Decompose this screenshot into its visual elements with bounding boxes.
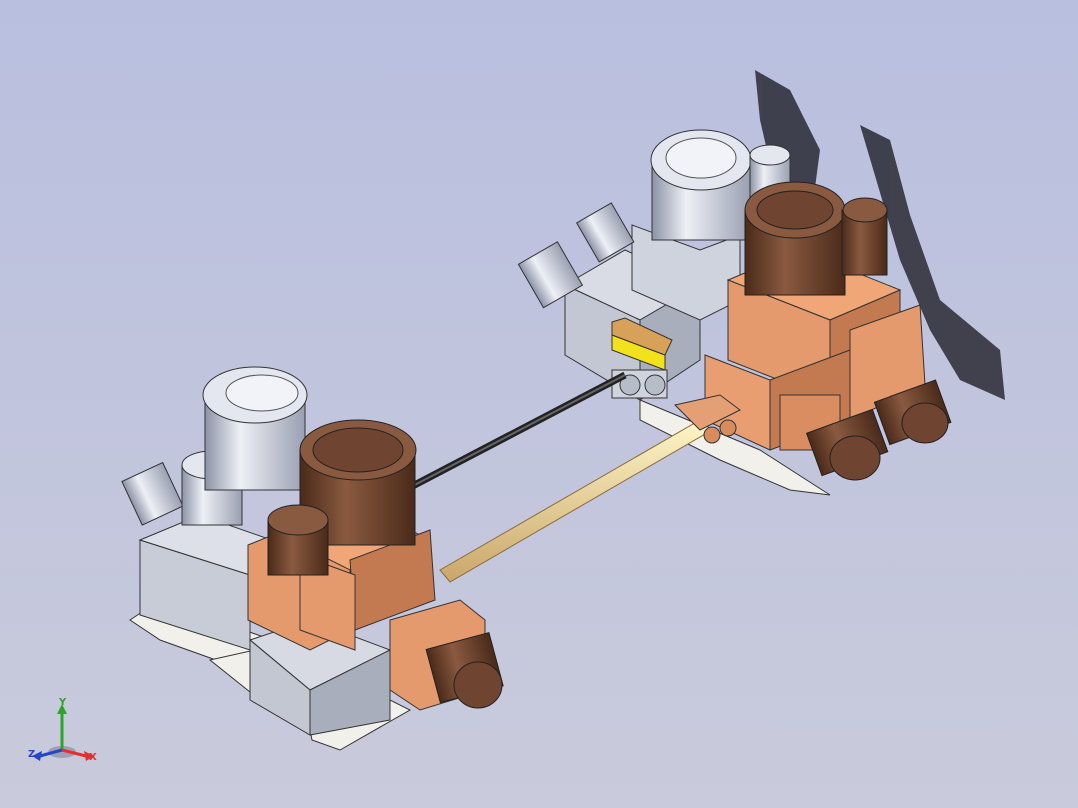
drop-shadow (755, 70, 1005, 400)
rear-brown-cylinder-small-b[interactable] (873, 379, 952, 446)
y-axis-label: Y (59, 697, 67, 708)
z-axis-arrow (39, 748, 63, 758)
front-brown-cylinder-small[interactable] (267, 504, 329, 576)
rear-assembly[interactable] (517, 129, 952, 496)
axis-triad: X Y Z (22, 690, 112, 780)
axis-triad-graphic (32, 704, 94, 761)
front-brown-cylinder-side[interactable] (425, 632, 504, 709)
z-axis-label: Z (28, 749, 36, 760)
guide-rods[interactable] (403, 371, 741, 583)
rear-small-cylinders[interactable] (517, 202, 635, 309)
rear-base-plate (639, 399, 831, 496)
x-axis-arrow (61, 748, 87, 758)
x-axis-label: X (89, 752, 97, 763)
rear-brown-cylinder-small-a[interactable] (805, 408, 889, 481)
front-assembly[interactable] (121, 366, 504, 751)
rear-brown-cylinder-large[interactable] (744, 181, 888, 296)
front-aluminum-cylinder[interactable] (202, 366, 308, 491)
copper-guide-rod (439, 419, 713, 583)
